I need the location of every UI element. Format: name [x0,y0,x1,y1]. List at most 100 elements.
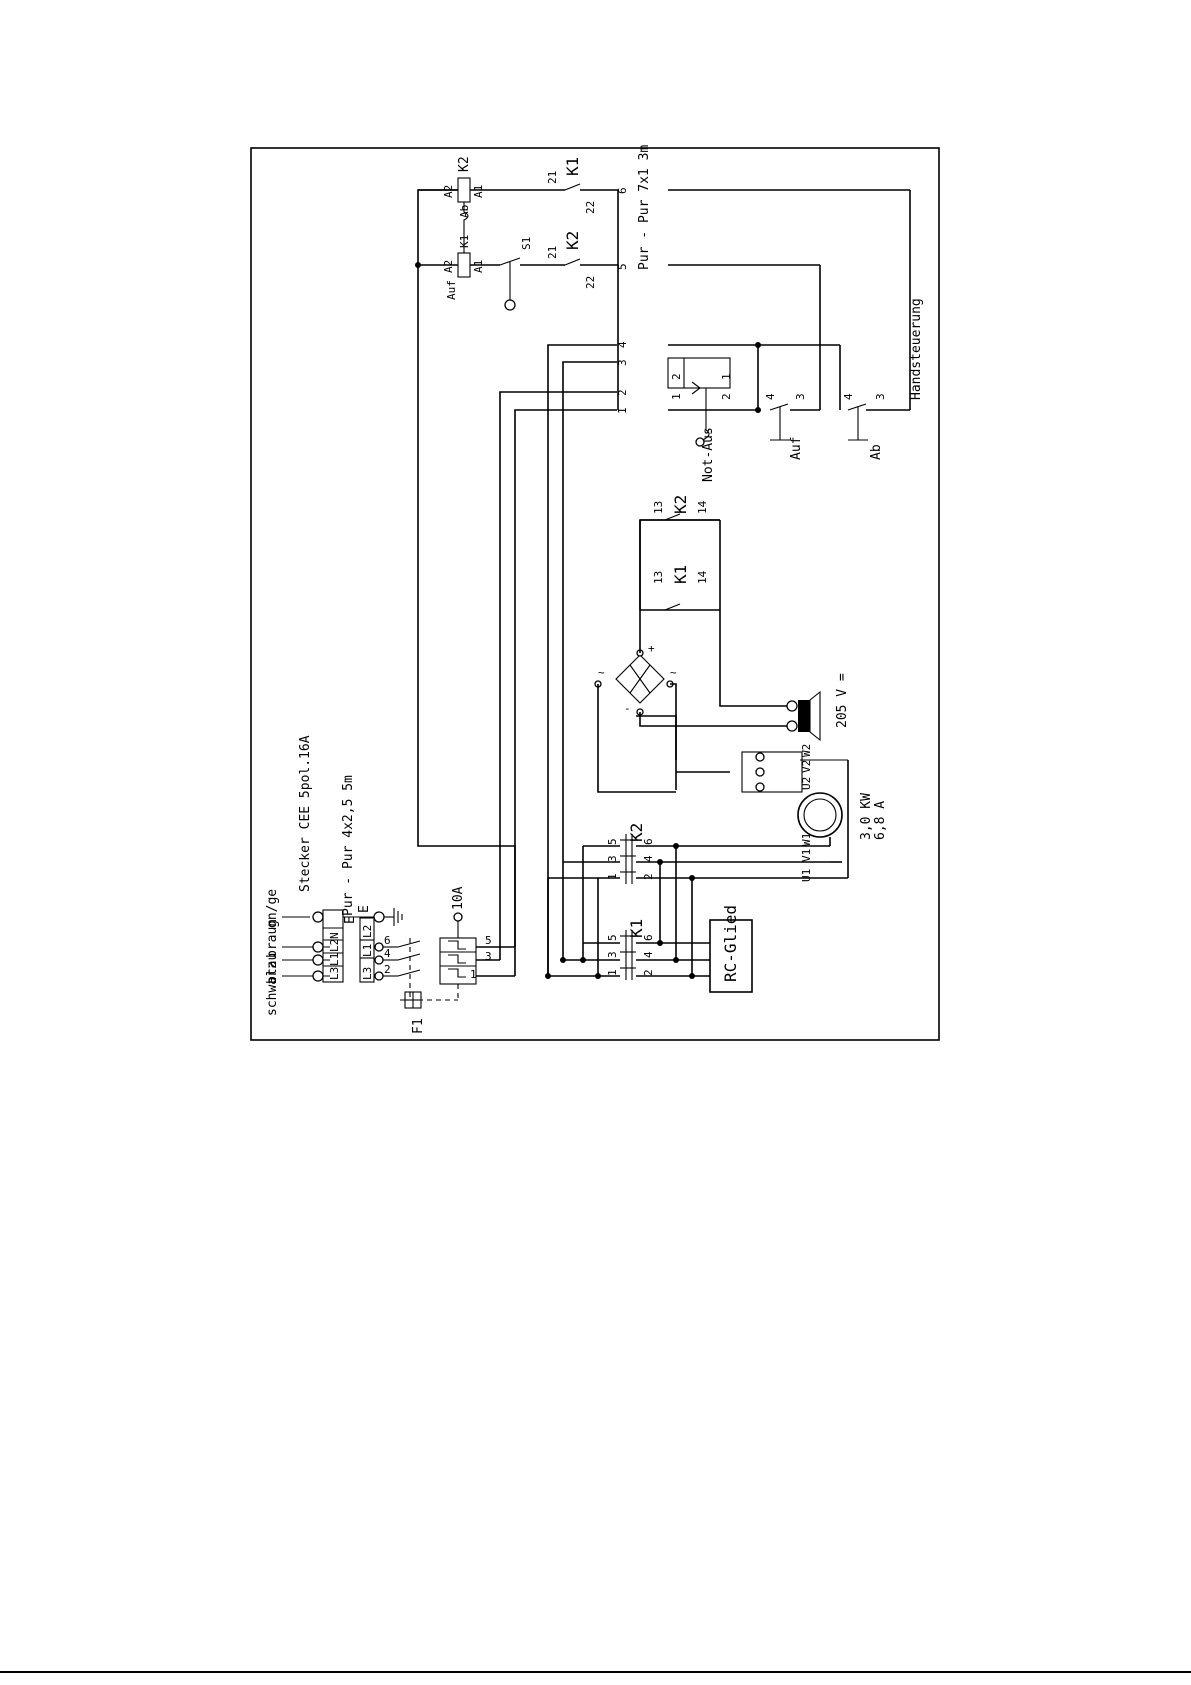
drawing-frame [250,147,940,1041]
svg-text:2: 2 [642,969,655,976]
motor: U1 V1 W1 U2 V2 W2 3,0 KW 6,8 A [636,715,888,882]
svg-text:22: 22 [584,276,597,289]
svg-text:21: 21 [546,171,559,184]
control-circuit: A2 A1 A2 A1 K2 Auf Ab K1 S1 21 K1 22 21 … [415,145,652,414]
breaker-f1: F1 10A 1 3 5 [400,886,492,1034]
rc-block: RC-Glied [709,905,753,993]
not-aus-label: Not-Aus [701,427,716,482]
svg-text:13: 13 [652,571,665,584]
svg-text:1: 1 [670,393,683,400]
svg-text:2: 2 [616,389,629,396]
svg-text:2: 2 [720,393,733,400]
svg-text:W1: W1 [800,833,813,846]
svg-text:W2: W2 [800,744,813,757]
svg-text:1: 1 [616,407,629,414]
wire-color-label: gn/ge [265,889,280,928]
svg-text:4: 4 [384,947,391,960]
svg-text:13: 13 [652,501,665,514]
power-wiring [417,189,617,977]
svg-text:1: 1 [720,373,733,380]
phase-label: L3 [328,967,341,980]
svg-text:A1: A1 [472,260,485,273]
svg-text:4: 4 [764,393,777,400]
phase-label: L2 [328,939,341,952]
plug-phase-label: L3 [361,967,374,980]
k2-nc-label: K2 [563,231,582,250]
rc-block-label: RC-Glied [721,905,740,982]
plug-label: Stecker CEE 5pol.16A [298,735,313,892]
k1-nc-label: K1 [563,157,582,176]
svg-text:4: 4 [642,855,655,862]
phase-label: N [328,932,341,939]
svg-text:V1: V1 [800,849,813,862]
svg-text:3: 3 [606,951,619,958]
k2-main-label: K2 [627,823,646,842]
svg-text:A2: A2 [442,260,455,273]
svg-text:U1: U1 [800,869,813,882]
brake-voltage: 205 V = [835,673,850,728]
page-footer-rule [0,1671,1191,1673]
svg-text:~: ~ [598,666,605,679]
ab-button-label: Ab [869,444,884,460]
phase-label: L1 [328,953,341,966]
supply-cable-label: Pur - Pur 4x2,5 5m [341,775,356,916]
svg-text:5: 5 [606,934,619,941]
plug-phase-label: L1 [361,944,374,957]
svg-text:2: 2 [642,873,655,880]
svg-text:A2: A2 [442,185,455,198]
svg-text:1: 1 [606,873,619,880]
svg-text:6: 6 [642,934,655,941]
svg-text:V2: V2 [800,760,813,773]
contactor-k2-main: K2 1 3 5 2 4 6 [547,823,848,976]
svg-text:U2: U2 [800,777,813,790]
wire-color-label: braun [265,919,280,958]
supply-section: gn/ge braun blau schwarz L3 L1 L2 N E St… [265,735,421,1016]
svg-text:3: 3 [874,393,887,400]
svg-text:14: 14 [696,500,709,514]
svg-text:3: 3 [606,855,619,862]
svg-text:6: 6 [642,838,655,845]
svg-text:2: 2 [670,373,683,380]
coil-k2-label: K2 [457,156,472,172]
svg-text:1: 1 [606,969,619,976]
aux-contacts: 13 K2 14 13 K1 14 [639,495,720,611]
earth-label: E [357,905,372,913]
svg-text:3: 3 [485,950,492,963]
phase-label: E [343,916,358,924]
svg-text:4: 4 [616,341,629,348]
wire-color-label: blau [265,953,280,984]
svg-text:~: ~ [670,666,677,679]
brake: 205 V = [786,673,850,742]
motor-power: 3,0 KW [859,793,874,840]
k1-aux-label: K1 [671,565,690,584]
motor-current: 6,8 A [873,801,888,840]
svg-text:14: 14 [696,570,709,584]
svg-text:A1: A1 [472,185,485,198]
svg-text:6: 6 [384,934,391,947]
auf-coil-label: Auf [445,280,458,300]
breaker-label: F1 [411,1018,426,1034]
svg-text:3: 3 [794,393,807,400]
control-cable-label: Pur - Pur 7x1 3m [637,145,652,270]
svg-text:4: 4 [842,393,855,400]
wire-color-label: schwarz [265,961,280,1016]
pendant-control: 1 2 1 2 Not-Aus 4 3 Auf 4 3 Ab Handsteue… [667,189,924,482]
k2-aux-label: K2 [671,495,690,514]
pendant-title: Handsteuerung [909,298,924,400]
svg-text:21: 21 [546,246,559,259]
auf-button-label: Auf [789,437,804,460]
svg-text:-: - [624,702,631,715]
svg-text:6: 6 [616,187,629,194]
rectifier: ~ ~ + - [594,519,790,793]
svg-text:2: 2 [384,963,391,976]
svg-text:5: 5 [616,263,629,270]
svg-text:5: 5 [485,934,492,947]
svg-text:1: 1 [470,968,477,981]
svg-text:3: 3 [616,359,629,366]
contactor-k1-main: K1 1 3 5 2 4 6 [545,919,710,980]
svg-text:+: + [648,642,655,655]
svg-text:4: 4 [642,951,655,958]
breaker-rating: 10A [451,886,466,910]
plug-phase-label: L2 [361,925,374,938]
